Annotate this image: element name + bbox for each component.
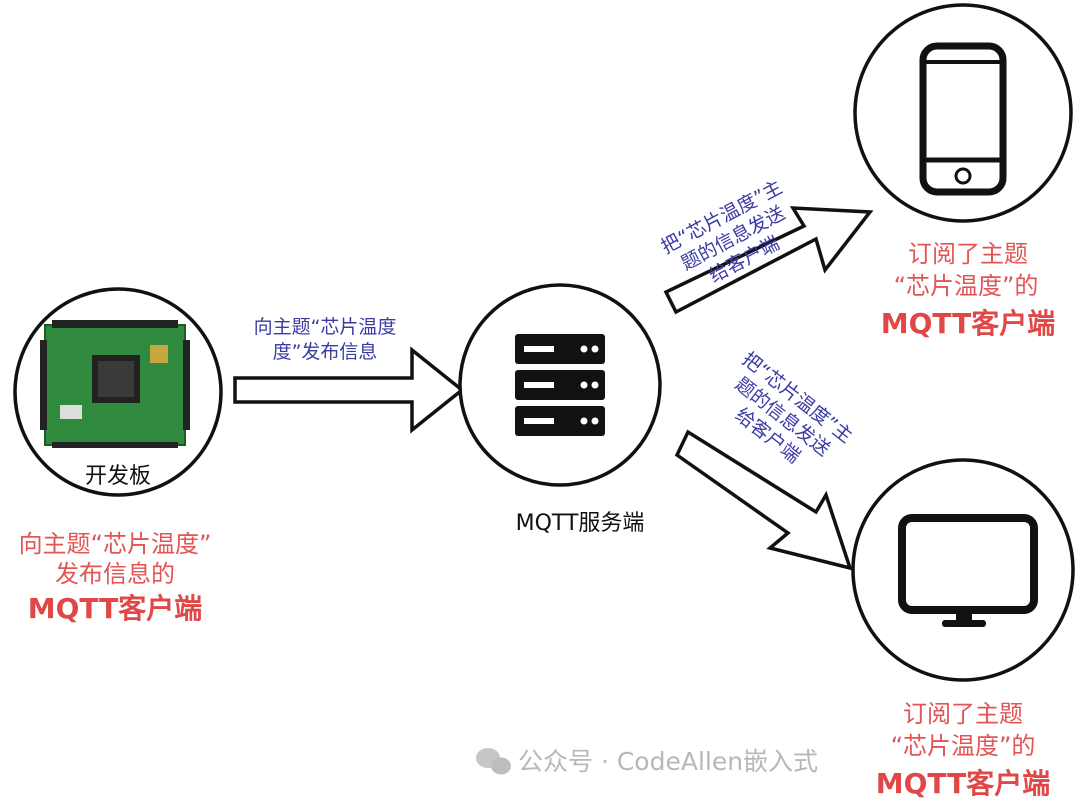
publisher-desc-line3: MQTT客户端	[28, 592, 203, 625]
server-label: MQTT服务端	[516, 511, 645, 536]
monitor-desc-line1: 订阅了主题	[903, 700, 1023, 728]
monitor-desc-line3: MQTT客户端	[876, 767, 1051, 800]
watermark-text: 公众号 · CodeAllen嵌入式	[518, 747, 818, 776]
publisher-desc-line2: 发布信息的	[55, 560, 175, 588]
phone-desc-line1: 订阅了主题	[908, 240, 1028, 268]
forward-arrow-bottom	[674, 429, 853, 571]
monitor-icon	[898, 514, 1038, 627]
publish-arrow-text-2: 度”发布信息	[273, 341, 378, 363]
server-node	[458, 283, 662, 487]
smartphone-icon	[919, 42, 1007, 196]
dev-board-node: 开发板	[13, 287, 223, 497]
dev-board-icon	[40, 320, 190, 448]
publisher-desc-line1: 向主题“芯片温度”	[19, 530, 212, 558]
phone-desc-line2: “芯片温度”的	[894, 272, 1039, 300]
monitor-desc-line2: “芯片温度”的	[891, 732, 1036, 760]
publish-arrow	[233, 346, 465, 434]
wechat-icon	[476, 748, 511, 775]
monitor-node	[851, 458, 1075, 682]
phone-desc-line3: MQTT客户端	[881, 307, 1056, 340]
phone-node	[853, 3, 1073, 223]
dev-board-label: 开发板	[85, 464, 151, 489]
publish-arrow-text-1: 向主题“芯片温度	[254, 316, 397, 338]
forward-arrow-top	[663, 206, 874, 315]
server-icon	[515, 334, 605, 436]
